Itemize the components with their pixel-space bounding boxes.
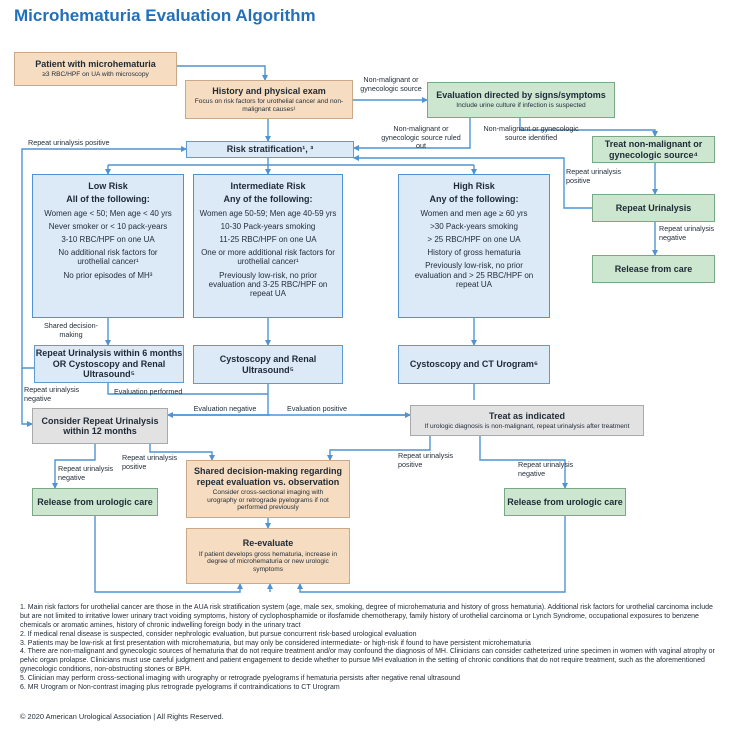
low-risk-line: Never smoker or < 10 pack-years — [48, 221, 168, 231]
footnote: 2. If medical renal disease is suspected… — [20, 630, 417, 638]
treat-indicated-title: Treat as indicated — [488, 410, 566, 421]
cysto-ct-title: Cystoscopy and CT Urogram⁶ — [409, 359, 539, 370]
low-risk-line: Women age < 50; Men age < 40 yrs — [44, 208, 172, 218]
high-risk-line: > 25 RBC/HPF on one UA — [427, 235, 521, 245]
label-repeat-ua-negative-right: Repeat urinalysis negative — [659, 224, 715, 242]
reevaluate-box: Re-evaluate If patient develops gross he… — [186, 528, 350, 584]
label-repeat-ua-negative-bl: Repeat urinalysis negative — [58, 464, 114, 482]
intermediate-risk-line: One or more additional risk factors for … — [201, 248, 335, 267]
footnote: 6. MR Urogram or Non-contrast imaging pl… — [20, 683, 340, 691]
intermediate-risk-line: Women age 50-59; Men age 40-59 yrs — [199, 208, 337, 218]
repeat-within-6-box: Repeat Urinalysis within 6 months OR Cys… — [34, 345, 184, 383]
high-risk-title: High Risk — [453, 181, 495, 191]
history-box: History and physical exam Focus on risk … — [185, 80, 353, 119]
patient-sub: ≥3 RBC/HPF on UA with microscopy — [42, 71, 149, 79]
high-risk-line: >30 Pack-years smoking — [430, 221, 518, 231]
cysto-renal-box: Cystoscopy and Renal Ultrasound⁵ — [193, 345, 343, 384]
label-repeat-ua-positive-right: Repeat urinalysis positive — [566, 167, 622, 185]
flow-arrows — [21, 65, 658, 593]
consider-repeat-box: Consider Repeat Urinalysis within 12 mon… — [32, 408, 168, 444]
intermediate-risk-line: Previously low-risk, no prior evaluation… — [208, 270, 328, 298]
label-repeat-ua-negative-left: Repeat urinalysis negative — [24, 385, 80, 403]
low-risk-line: No prior episodes of MH³ — [63, 270, 153, 280]
footnote: 4. There are non-malignant and gynecolog… — [20, 648, 715, 674]
label-repeat-ua-positive-bc: Repeat urinalysis positive — [398, 451, 454, 469]
release-uro-left-box: Release from urologic care — [32, 488, 158, 516]
intermediate-risk-title: Intermediate Risk — [230, 181, 306, 191]
intermediate-risk-line: 10-30 Pack-years smoking — [220, 221, 316, 231]
release-care-title: Release from care — [614, 263, 693, 274]
high-risk-line: Women and men age ≥ 60 yrs — [420, 208, 528, 218]
repeat-within-6-title: Repeat Urinalysis within 6 months OR Cys… — [35, 348, 183, 380]
repeat-ua-right-box: Repeat Urinalysis — [592, 194, 715, 222]
risk-stratification-title: Risk stratification¹, ³ — [226, 144, 314, 155]
treat-nonmalignant-box: Treat non-malignant or gynecologic sourc… — [592, 136, 715, 163]
copyright: © 2020 American Urological Association |… — [20, 712, 224, 721]
footnote: 3. Patients may be low-risk at first pre… — [20, 639, 531, 647]
cysto-renal-title: Cystoscopy and Renal Ultrasound⁵ — [219, 354, 317, 375]
eval-signs-box: Evaluation directed by signs/symptoms In… — [427, 82, 615, 118]
consider-repeat-title: Consider Repeat Urinalysis within 12 mon… — [41, 415, 159, 436]
low-risk-subtitle: All of the following: — [66, 194, 150, 205]
reevaluate-sub: If patient develops gross hematuria, inc… — [198, 550, 338, 573]
history-sub: Focus on risk factors for urothelial can… — [194, 98, 344, 113]
treat-nonmalignant-title: Treat non-malignant or gynecologic sourc… — [604, 139, 703, 160]
high-risk-line: History of gross hematuria — [427, 248, 521, 258]
label-nonmal-identified: Non-malignant or gynecologic source iden… — [483, 124, 579, 142]
page-title: Microhematuria Evaluation Algorithm — [14, 6, 316, 25]
treat-indicated-sub: If urologic diagnosis is non-malignant, … — [424, 422, 630, 430]
low-risk-box: Low Risk All of the following: Women age… — [32, 174, 184, 318]
footnote: 5. Clinician may perform cross-sectional… — [20, 675, 461, 682]
history-title: History and physical exam — [212, 85, 326, 96]
release-care-box: Release from care — [592, 255, 715, 283]
label-nonmal-ruled-out: Non-malignant or gynecologic source rule… — [381, 124, 461, 151]
high-risk-line: Previously low-risk, no prior evaluation… — [414, 261, 534, 289]
release-uro-left-title: Release from urologic care — [37, 496, 153, 507]
shared-decision-sub: Consider cross-sectional imaging with ur… — [207, 488, 329, 512]
risk-stratification-box: Risk stratification¹, ³ — [186, 141, 354, 158]
shared-decision-box: Shared decision-making regarding repeat … — [186, 460, 350, 518]
eval-signs-sub: Include urine culture if infection is su… — [456, 102, 586, 110]
eval-signs-title: Evaluation directed by signs/symptoms — [436, 90, 606, 101]
cysto-ct-box: Cystoscopy and CT Urogram⁶ — [398, 345, 550, 384]
label-evaluation-positive: Evaluation positive — [287, 404, 347, 413]
release-uro-right-box: Release from urologic care — [504, 488, 626, 516]
reevaluate-title: Re-evaluate — [242, 538, 294, 549]
label-repeat-ua-positive-bm: Repeat urinalysis positive — [122, 453, 178, 471]
low-risk-title: Low Risk — [88, 181, 128, 191]
shared-decision-title: Shared decision-making regarding repeat … — [193, 466, 343, 487]
repeat-ua-right-title: Repeat Urinalysis — [615, 202, 692, 213]
label-evaluation-performed: Evaluation performed — [114, 387, 183, 396]
intermediate-risk-box: Intermediate Risk Any of the following: … — [193, 174, 343, 318]
label-nonmal-gyn-source: Non-malignant or gynecologic source — [360, 75, 422, 93]
label-repeat-ua-positive-top: Repeat urinalysis positive — [28, 138, 110, 147]
release-uro-right-title: Release from urologic care — [507, 496, 623, 507]
low-risk-line: No additional risk factors for urothelia… — [58, 248, 158, 267]
patient-box: Patient with microhematuria ≥3 RBC/HPF o… — [14, 52, 177, 86]
label-shared-decision: Shared decision-making — [44, 321, 98, 339]
low-risk-line: 3-10 RBC/HPF on one UA — [61, 235, 155, 245]
intermediate-risk-line: 11-25 RBC/HPF on one UA — [219, 235, 317, 245]
footnotes: 1. Main risk factors for urothelial canc… — [20, 604, 724, 693]
high-risk-box: High Risk Any of the following: Women an… — [398, 174, 550, 318]
treat-indicated-box: Treat as indicated If urologic diagnosis… — [410, 405, 644, 436]
footnote: 1. Main risk factors for urothelial canc… — [20, 604, 713, 629]
patient-title: Patient with microhematuria — [35, 59, 156, 70]
high-risk-subtitle: Any of the following: — [429, 194, 519, 205]
intermediate-risk-subtitle: Any of the following: — [223, 194, 313, 205]
label-repeat-ua-negative-br: Repeat urinalysis negative — [518, 460, 574, 478]
label-evaluation-negative: Evaluation negative — [193, 404, 257, 413]
